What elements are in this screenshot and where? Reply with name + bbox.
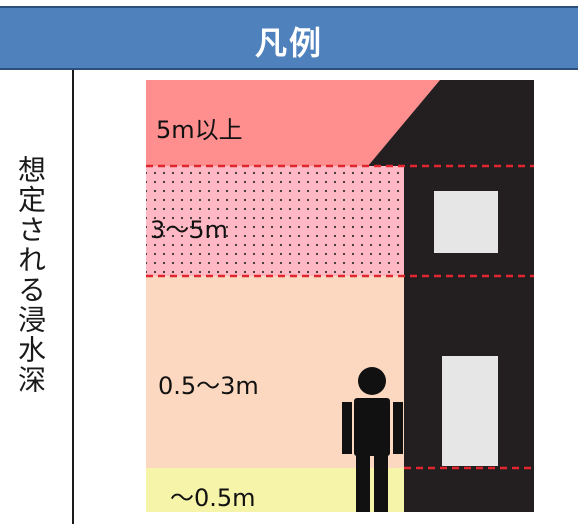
flood-depth-label: 想定される浸水深 [14, 155, 47, 395]
band-label-5m-plus: 5m以上 [156, 116, 243, 144]
legend-title: 凡例 [254, 24, 323, 62]
column-divider [72, 70, 74, 524]
legend-header: 凡例 [0, 6, 578, 70]
band-3-5m-dots [146, 166, 404, 276]
band-label-under-0-5m: ～0.5m [170, 484, 256, 512]
band-label-3-5m: 3～5m [150, 216, 228, 244]
person-icon [342, 367, 403, 512]
band-label-0-5-3m: 0.5～3m [158, 372, 259, 400]
house-icon [368, 80, 534, 512]
